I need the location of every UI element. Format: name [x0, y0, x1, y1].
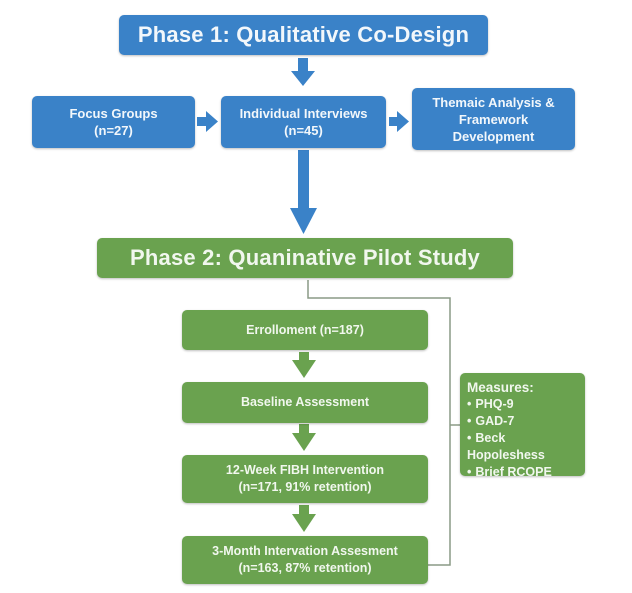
followup-assessment-box: 3-Month Intervation Assesment (n=163, 87… [182, 536, 428, 584]
arrow-down-icon [292, 424, 316, 451]
interviews-box: Individual Interviews (n=45) [221, 96, 386, 148]
enrollment-box: Errolloment (n=187) [182, 310, 428, 350]
measures-bracket-line [307, 280, 451, 566]
phase1-title: Phase 1: Qualitative Co-Design [137, 22, 470, 47]
measures-heading: Measures: [467, 380, 534, 395]
thematic-line2: Framework [458, 111, 529, 127]
measures-item: Brief RCOPE [467, 464, 579, 481]
intervention-label: 12-Week FIBH Intervention [225, 463, 385, 477]
followup-retention: (n=163, 87% retention) [238, 561, 372, 575]
baseline-label: Baseline Assessment [240, 395, 370, 409]
arrow-down-icon [292, 505, 316, 532]
interviews-label: Individual Interviews [239, 106, 368, 121]
arrow-down-icon [290, 150, 317, 234]
measures-list: PHQ-9 GAD-7 Beck Hopoleshess Brief RCOPE [467, 396, 579, 481]
focus-groups-count: (n=27) [94, 123, 133, 138]
intervention-box: 12-Week FIBH Intervention (n=171, 91% re… [182, 455, 428, 503]
enrollment-label: Errolloment (n=187) [246, 322, 364, 337]
arrow-right-icon [197, 111, 218, 132]
thematic-analysis-box: Themaic Analysis & Framework Development [412, 88, 575, 150]
phase1-title-box: Phase 1: Qualitative Co-Design [119, 15, 488, 55]
intervention-retention: (n=171, 91% retention) [238, 480, 372, 494]
arrow-right-icon [389, 111, 409, 132]
baseline-box: Baseline Assessment [182, 382, 428, 423]
interviews-count: (n=45) [284, 123, 323, 138]
phase2-title: Phase 2: Quaninative Pilot Study [130, 245, 480, 270]
thematic-line1: Themaic Analysis & [432, 94, 555, 110]
arrow-down-icon [292, 352, 316, 378]
measures-item: Beck Hopoleshess [467, 430, 579, 464]
focus-groups-box: Focus Groups (n=27) [32, 96, 195, 148]
measures-item: PHQ-9 [467, 396, 579, 413]
thematic-line3: Development [452, 128, 535, 144]
arrow-down-icon [291, 58, 315, 86]
focus-groups-label: Focus Groups [69, 106, 158, 121]
phase2-title-box: Phase 2: Quaninative Pilot Study [97, 238, 513, 278]
followup-label: 3-Month Intervation Assesment [212, 544, 398, 558]
measures-box: Measures: PHQ-9 GAD-7 Beck Hopoleshess B… [460, 373, 585, 479]
measures-item: GAD-7 [467, 413, 579, 430]
